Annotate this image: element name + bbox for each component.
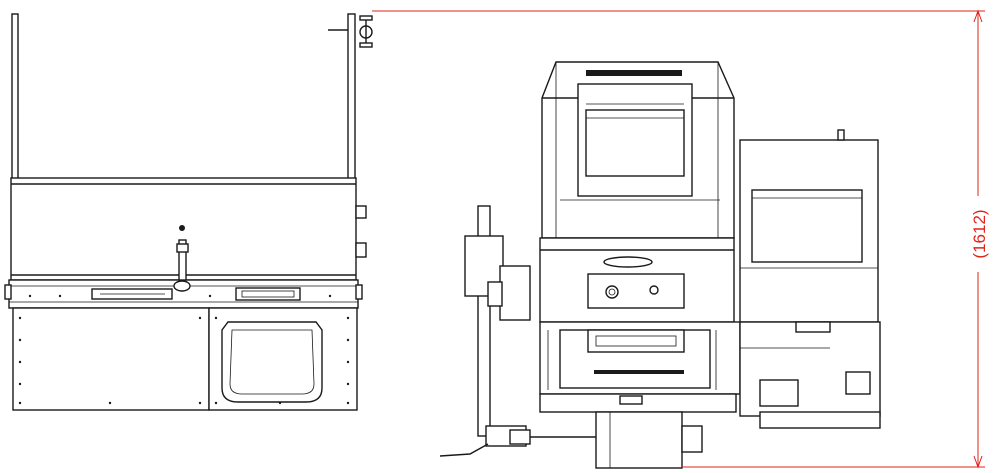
left-upright-post (11, 13, 19, 181)
front-hopper-bin (221, 321, 323, 403)
front-rivets (18, 294, 350, 405)
lower-mechanism (539, 321, 741, 413)
height-dimension: (1612) (372, 9, 989, 469)
lower-left-panel (12, 307, 210, 411)
side-knob-upper (355, 205, 367, 219)
control-button-icon (649, 285, 659, 295)
right-upright-post (347, 13, 356, 181)
top-handwheel-icon (328, 15, 373, 48)
top-hood (541, 61, 735, 239)
front-window-plate (235, 287, 301, 301)
side-view (439, 61, 881, 469)
brand-badge (603, 256, 653, 268)
side-box (739, 129, 879, 323)
side-handwheel-assembly (439, 205, 596, 457)
lower-right-assembly (739, 321, 881, 429)
front-lever-handle (173, 225, 191, 292)
dimension-label: (1612) (970, 209, 989, 258)
control-block (539, 237, 735, 323)
dimension-arrow-top (973, 9, 983, 23)
bottom-motor (595, 411, 703, 469)
front-view (4, 13, 373, 411)
side-knob-lower (355, 242, 367, 258)
control-knob-icon (605, 285, 619, 299)
dimension-arrow-bottom (973, 455, 983, 469)
